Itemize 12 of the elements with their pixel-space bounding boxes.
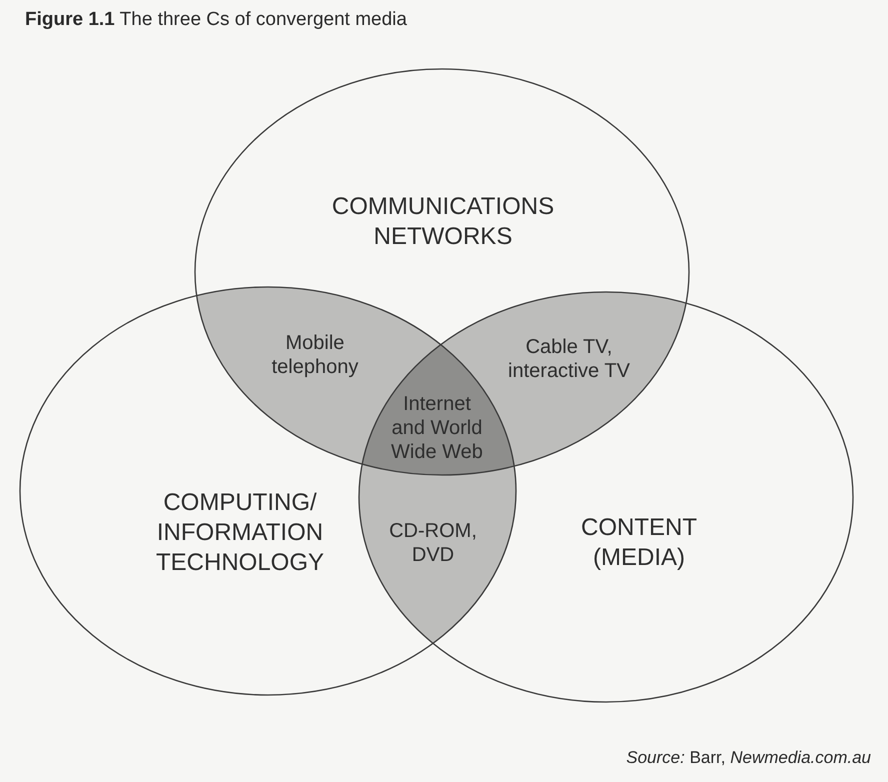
overlap-region bbox=[359, 464, 516, 644]
category-label: COMMUNICATIONS NETWORKS bbox=[330, 192, 556, 252]
venn-ellipse bbox=[358, 291, 854, 703]
source-note: Source: Barr, Newmedia.com.au bbox=[626, 748, 871, 768]
category-label: CONTENT (MEDIA) bbox=[580, 513, 698, 573]
category-label: COMPUTING/ INFORMATION TECHNOLOGY bbox=[154, 488, 326, 578]
overlap-label: Internet and World Wide Web bbox=[390, 392, 484, 464]
overlap-label: CD-ROM, DVD bbox=[388, 518, 478, 567]
venn-ellipse bbox=[194, 68, 690, 476]
overlap-label: Cable TV, interactive TV bbox=[507, 335, 631, 383]
figure-title: Figure 1.1 The three Cs of convergent media bbox=[25, 9, 407, 31]
overlap-label: Mobile telephony bbox=[270, 331, 360, 379]
